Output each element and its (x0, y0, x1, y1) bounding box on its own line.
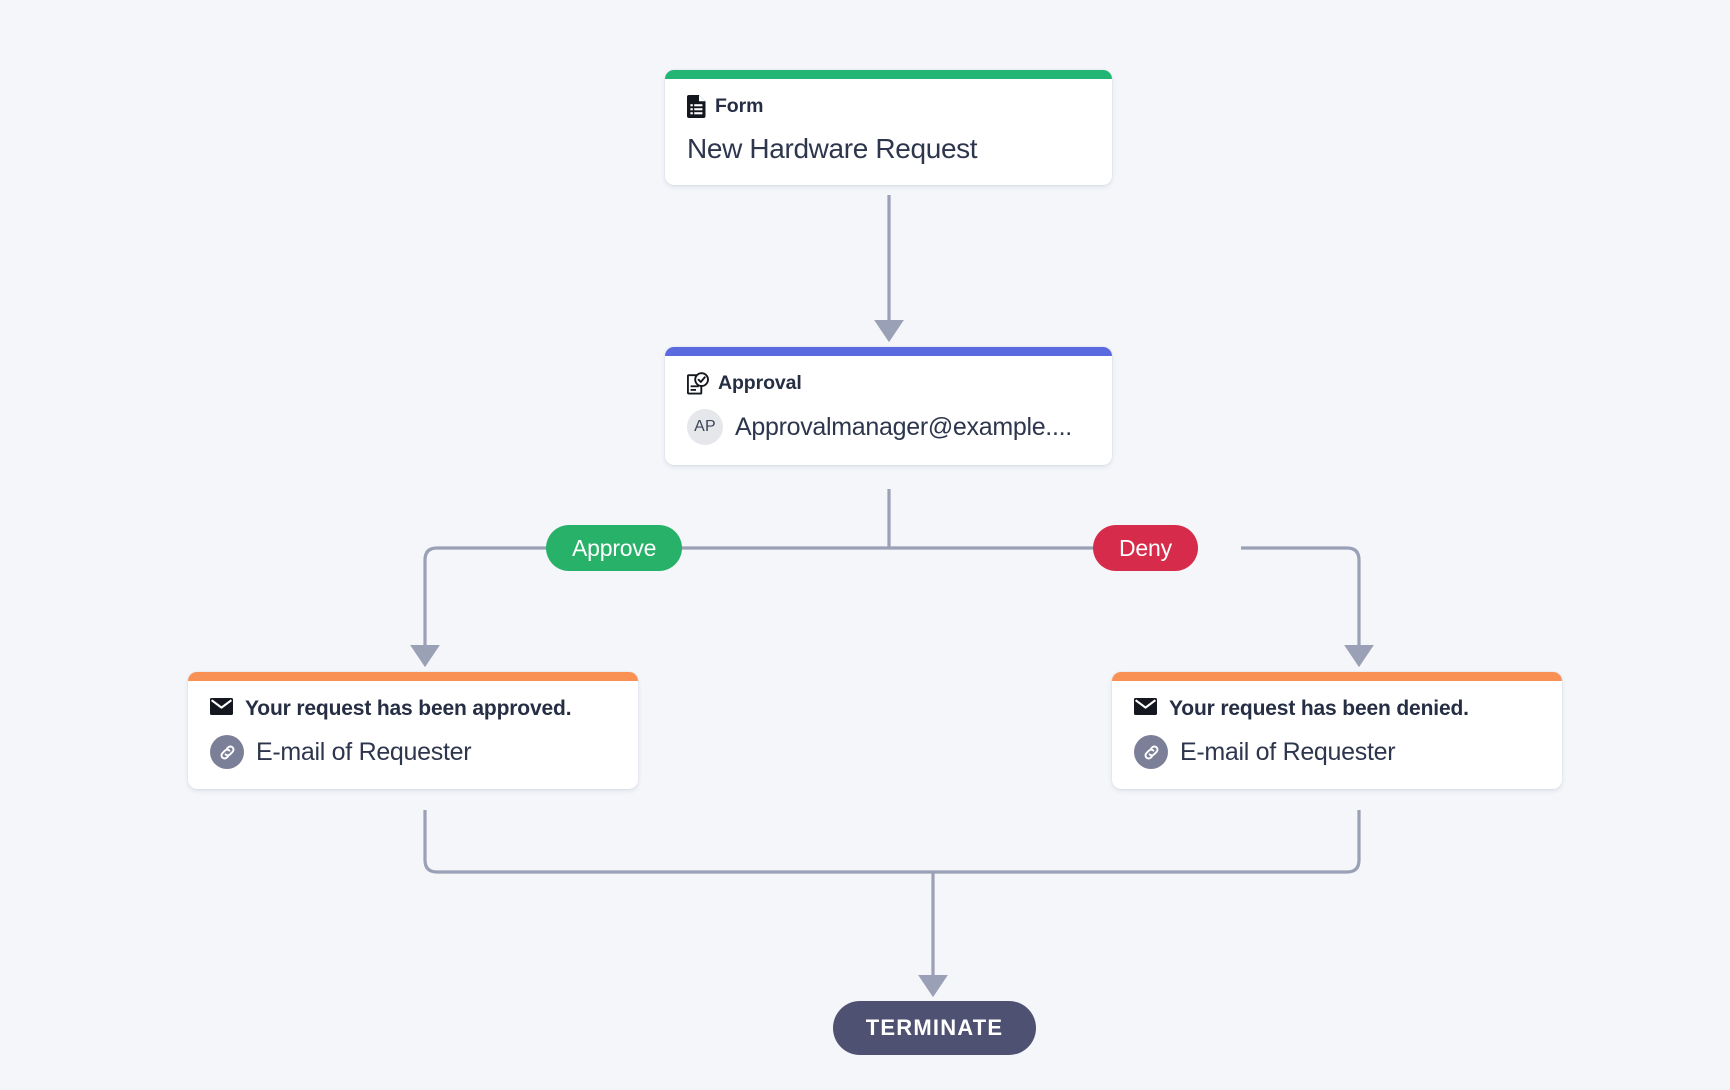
node-terminate[interactable]: TERMINATE (833, 1001, 1036, 1055)
edge-deny-to-email (1241, 546, 1375, 668)
node-email-approved-heading-row: Your request has been approved. (210, 697, 616, 721)
node-email-denied-accent-bar (1112, 672, 1562, 681)
document-icon (687, 95, 706, 118)
node-approval-kicker-row: Approval (687, 372, 1090, 395)
edge-denied-to-merge (933, 810, 1361, 874)
node-email-denied-heading-row: Your request has been denied. (1134, 697, 1540, 721)
node-email-approved-heading: Your request has been approved. (245, 697, 572, 720)
branch-pill-deny[interactable]: Deny (1093, 525, 1198, 571)
node-email-denied[interactable]: Your request has been denied. E-mail of … (1112, 672, 1562, 789)
avatar: AP (687, 409, 723, 445)
link-icon (1134, 735, 1168, 769)
envelope-icon (210, 697, 233, 721)
node-approval[interactable]: Approval AP Approvalmanager@example.... (665, 347, 1112, 465)
node-form-kicker-label: Form (715, 95, 764, 117)
node-email-denied-recipient-row[interactable]: E-mail of Requester (1134, 735, 1540, 769)
node-form-kicker-row: Form (687, 95, 1090, 118)
node-approval-assignee: Approvalmanager@example.... (735, 412, 1072, 441)
node-form-accent-bar (665, 70, 1112, 79)
link-icon (210, 735, 244, 769)
envelope-icon (1134, 697, 1157, 721)
node-email-denied-heading: Your request has been denied. (1169, 697, 1469, 720)
node-email-approved-recipient-row[interactable]: E-mail of Requester (210, 735, 616, 769)
edge-approve-to-email (409, 546, 546, 668)
node-email-denied-recipient: E-mail of Requester (1180, 737, 1396, 766)
node-form-title: New Hardware Request (687, 133, 978, 164)
node-approval-assignee-row[interactable]: AP Approvalmanager@example.... (687, 409, 1090, 445)
node-email-approved[interactable]: Your request has been approved. E-mail o… (188, 672, 638, 789)
node-email-approved-recipient: E-mail of Requester (256, 737, 472, 766)
approval-document-check-icon (687, 372, 709, 395)
edge-approved-to-merge (423, 810, 933, 874)
branch-pill-approve[interactable]: Approve (546, 525, 683, 571)
node-approval-accent-bar (665, 347, 1112, 356)
node-form[interactable]: Form New Hardware Request (665, 70, 1112, 185)
node-approval-kicker-label: Approval (718, 372, 802, 394)
node-email-approved-accent-bar (188, 672, 638, 681)
